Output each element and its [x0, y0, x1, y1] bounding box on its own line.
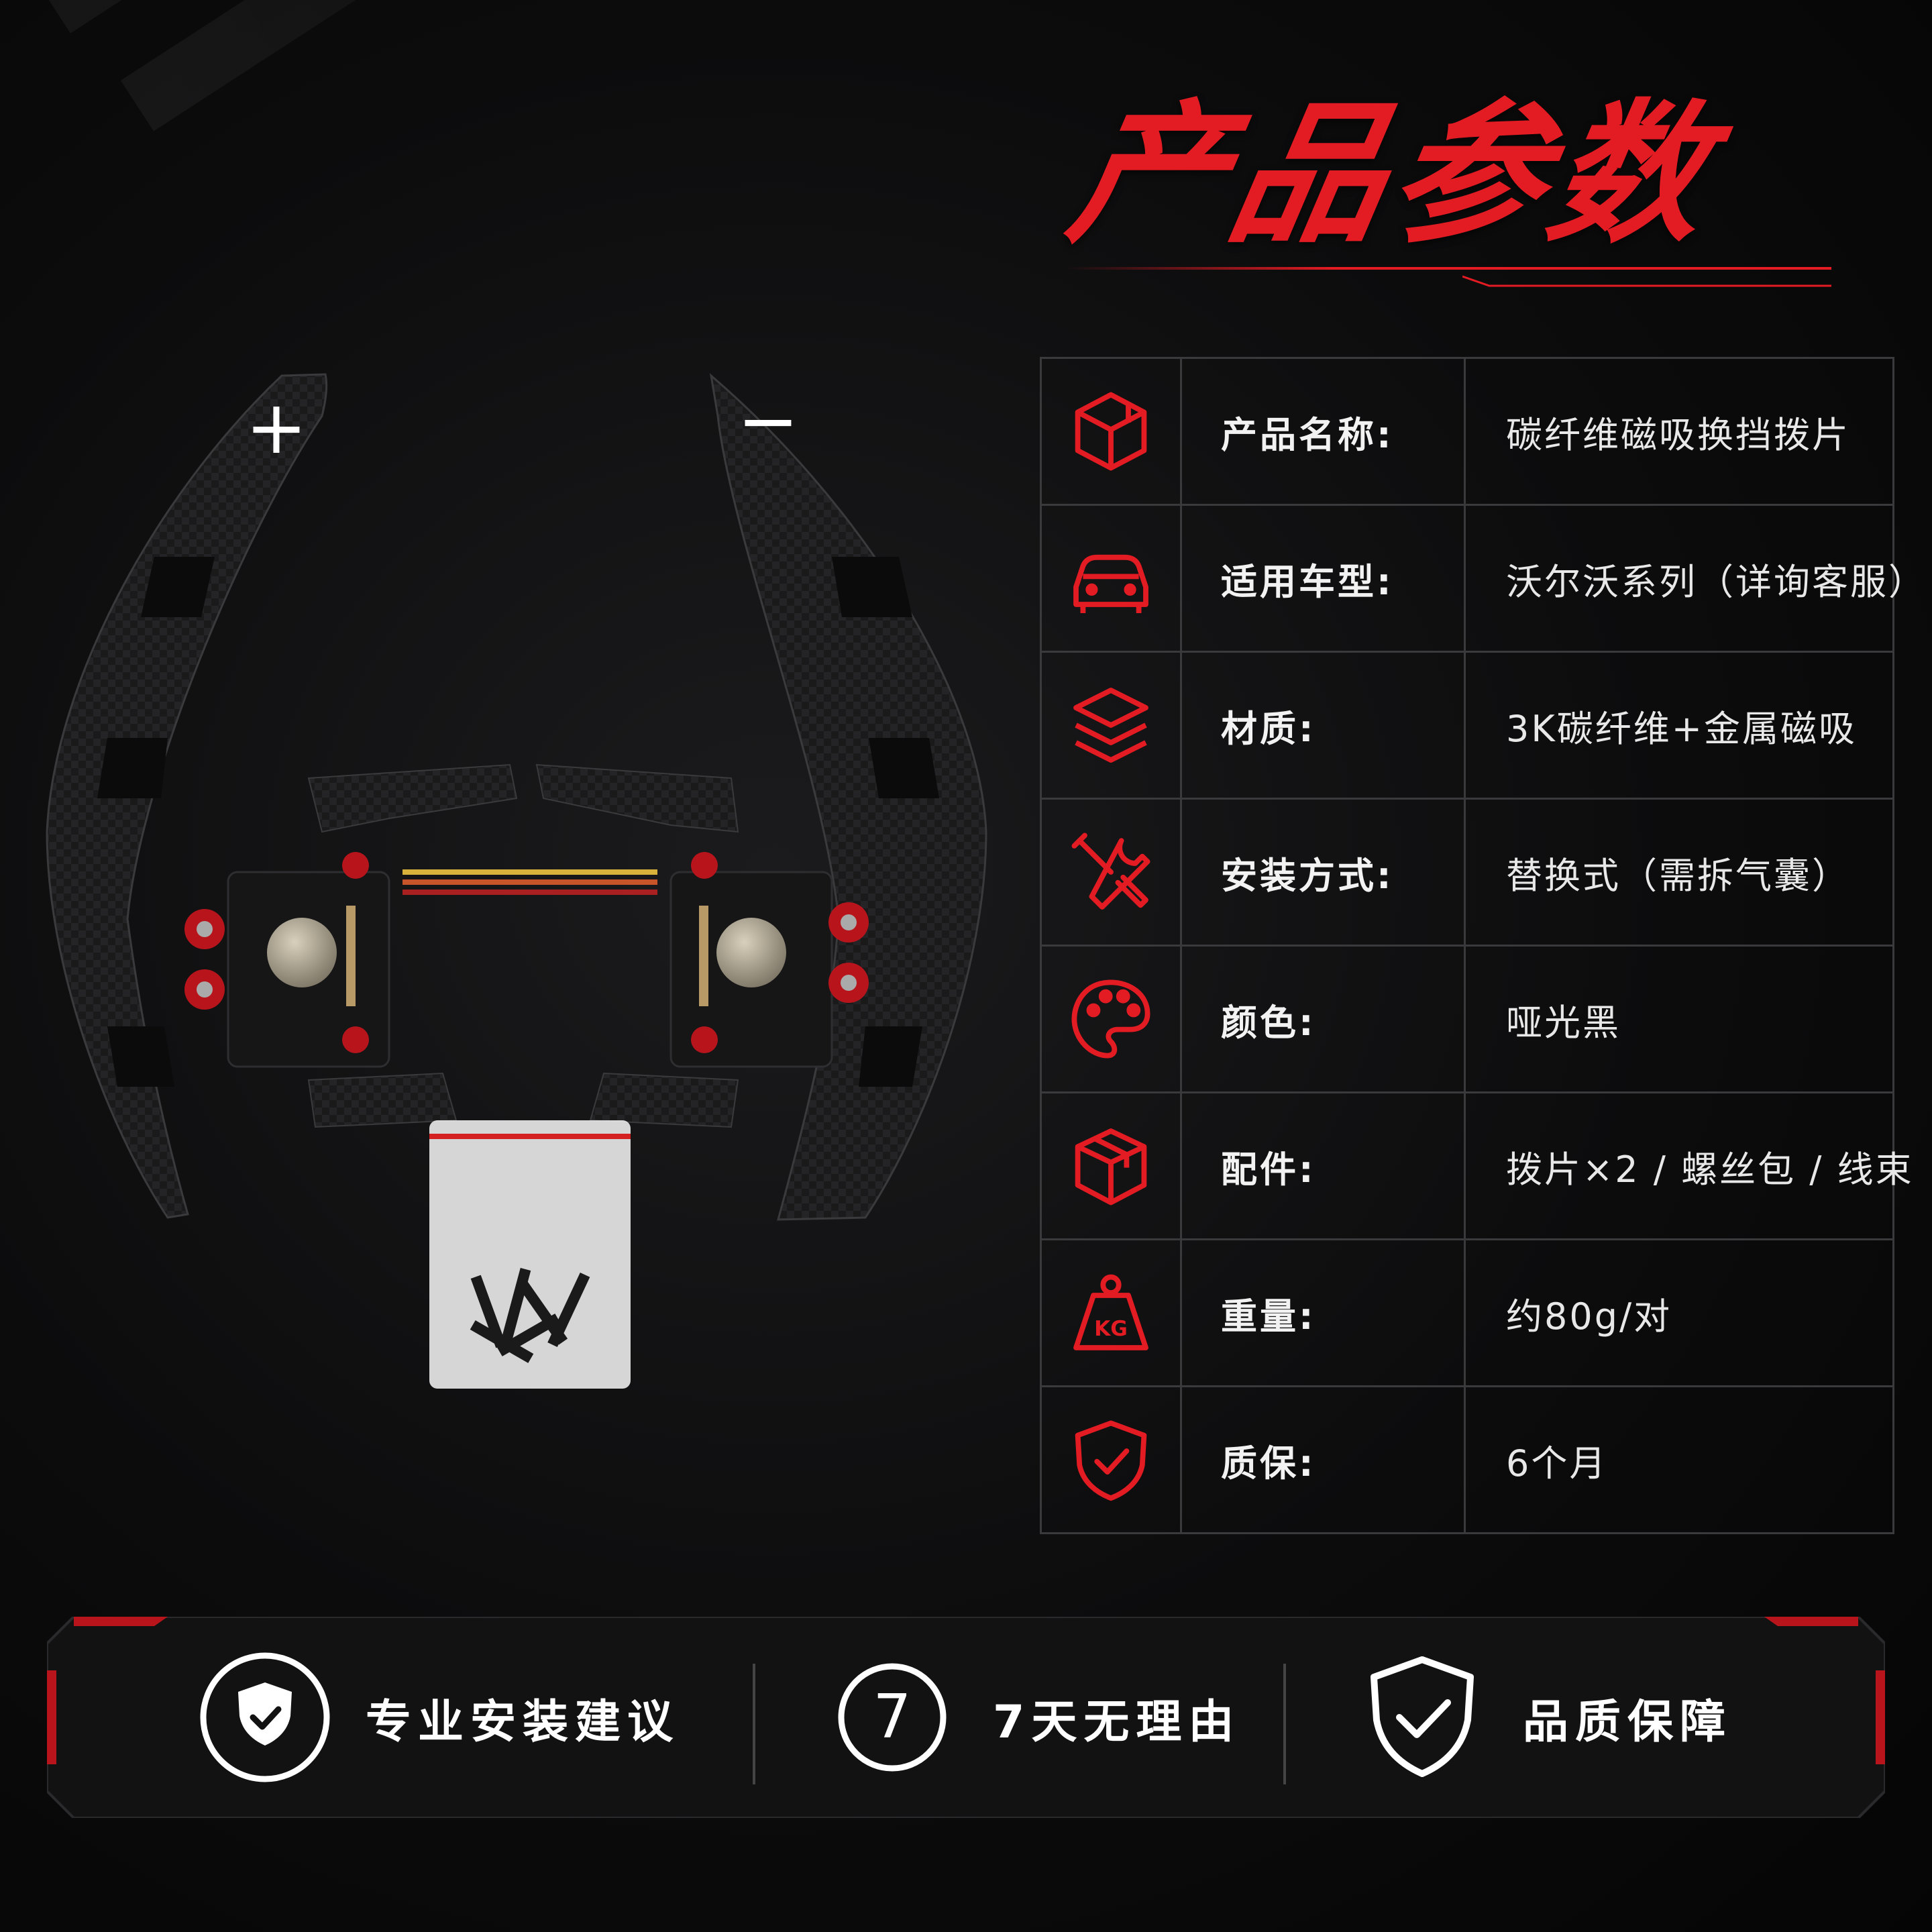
banner-divider: [753, 1664, 755, 1784]
spec-label: 产品名称:: [1180, 357, 1466, 506]
feature-label: 品质保障: [1523, 1695, 1733, 1749]
shield-check-icon: [1371, 1656, 1474, 1777]
spec-value: 拨片×2 / 螺丝包 / 线束: [1464, 1091, 1912, 1240]
feature-label: 专业安装建议: [366, 1695, 680, 1749]
feature-item: 7 7天无理由: [825, 1650, 1240, 1784]
minus-label: −: [737, 378, 799, 464]
spec-table: 产品名称: 碳纤维磁吸换挡拨片 适用车型: 沃尔沃系列（详询客服） 材质: 3K…: [1040, 357, 1925, 1534]
spec-label: 适用车型:: [1180, 504, 1466, 653]
spec-label: 材质:: [1180, 651, 1466, 800]
spec-label: 质保:: [1180, 1385, 1466, 1534]
page-title: 产品参数: [1057, 85, 1728, 264]
weight-icon: KG: [1073, 1274, 1148, 1350]
palette-icon: [1071, 979, 1150, 1059]
right-paddle: [709, 373, 987, 1221]
spec-label: 重量:: [1180, 1238, 1466, 1387]
banner-divider: [1283, 1664, 1286, 1784]
spec-label: 颜色:: [1180, 945, 1466, 1093]
table-row: 产品名称: 碳纤维磁吸换挡拨片: [1040, 357, 1894, 506]
feature-label: 7天无理由: [993, 1695, 1241, 1749]
spec-value: 6个月: [1464, 1385, 1894, 1534]
tools-icon: [1071, 833, 1150, 910]
spec-value: 哑光黑: [1464, 945, 1894, 1093]
layers-icon: [1073, 688, 1148, 763]
spec-label: 配件:: [1180, 1091, 1466, 1240]
table-row: 配件: 拨片×2 / 螺丝包 / 线束: [1040, 1091, 1912, 1240]
spec-value: 约80g/对: [1464, 1238, 1894, 1387]
seven-icon-text: 7: [873, 1682, 911, 1752]
spec-value: 3K碳纤维+金属磁吸: [1464, 651, 1894, 800]
seven-circle-icon: 7: [838, 1663, 947, 1772]
car-icon: [1073, 554, 1148, 613]
box-3d-icon: [1075, 392, 1147, 471]
table-row: 安装方式: 替换式（需拆气囊）: [1040, 798, 1894, 947]
spec-value: 替换式（需拆气囊）: [1464, 798, 1894, 947]
background-slash: [121, 0, 942, 131]
package-icon: [1075, 1128, 1147, 1205]
shield-check-icon: [1075, 1420, 1147, 1501]
left-paddle: [46, 373, 328, 1219]
spec-label: 安装方式:: [1180, 798, 1466, 947]
table-row: 质保: 6个月: [1040, 1385, 1894, 1534]
banner-frame: [47, 1617, 1885, 1818]
table-row: 颜色: 哑光黑: [1040, 945, 1894, 1093]
table-row: KG 重量: 约80g/对: [1040, 1238, 1894, 1387]
spec-value: 沃尔沃系列（详询客服）: [1464, 504, 1925, 653]
table-row: 适用车型: 沃尔沃系列（详询客服）: [1040, 504, 1925, 653]
table-row: 材质: 3K碳纤维+金属磁吸: [1040, 651, 1894, 800]
feature-item: 品质保障: [1355, 1650, 1732, 1784]
title-accent-line: [1462, 275, 1831, 287]
title-underline: [1067, 267, 1831, 270]
spec-value: 碳纤维磁吸换挡拨片: [1464, 357, 1894, 506]
shield-check-circle-icon: [200, 1652, 330, 1782]
feature-item: 专业安装建议: [198, 1650, 680, 1784]
weight-icon-text: KG: [1094, 1317, 1128, 1341]
background-slash: [0, 0, 1252, 34]
paddle-shifter-image: + −: [46, 373, 987, 1389]
plus-label: +: [246, 384, 307, 470]
feature-banner: 专业安装建议 7 7天无理由 品质保障: [47, 1617, 1885, 1818]
